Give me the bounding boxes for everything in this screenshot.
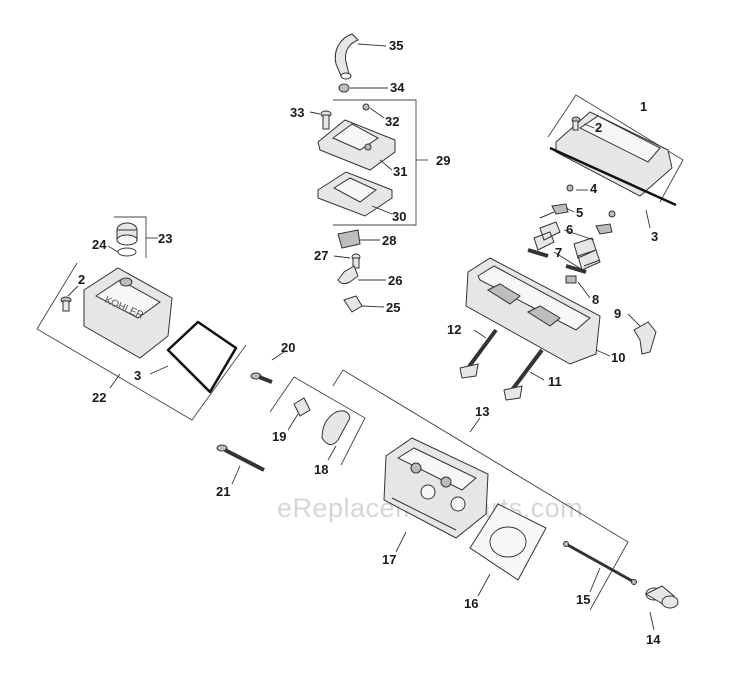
part-breather-cover — [317, 119, 396, 171]
callout-11: 11 — [548, 374, 562, 389]
callout-25: 25 — [386, 300, 400, 315]
part-valve-cover: KOHLER — [83, 267, 173, 359]
part-bolt-20 — [250, 372, 273, 384]
callout-labels: 1 2 2 3 3 4 5 6 7 8 9 10 11 12 13 14 15 … — [78, 38, 661, 647]
callout-4: 4 — [590, 181, 598, 196]
leader-lines — [67, 43, 655, 631]
callout-30: 30 — [392, 209, 406, 224]
part-small-screw — [362, 103, 370, 111]
callout-32: 32 — [385, 114, 399, 129]
callout-3: 3 — [651, 229, 658, 244]
part-oil-cap — [116, 222, 138, 246]
callout-34: 34 — [390, 80, 405, 95]
callout-24: 24 — [92, 237, 107, 252]
part-rocker-housing — [465, 257, 601, 365]
callout-10: 10 — [611, 350, 625, 365]
callout-13: 13 — [475, 404, 489, 419]
part-screw-27 — [351, 253, 361, 269]
callout-16: 16 — [464, 596, 478, 611]
callout-28: 28 — [382, 233, 396, 248]
part-valve-11 — [503, 348, 544, 401]
callout-22: 22 — [92, 390, 106, 405]
part-valve-cover-gasket — [166, 320, 238, 394]
callout-5: 5 — [576, 205, 583, 220]
callout-19: 19 — [272, 429, 286, 444]
part-clip-25 — [343, 295, 363, 313]
callout-35: 35 — [389, 38, 403, 53]
callout-27: 27 — [314, 248, 328, 263]
part-valve-train — [527, 184, 616, 284]
part-push-rod — [563, 541, 637, 585]
callout-20: 20 — [281, 340, 295, 355]
part-breather-reed — [317, 171, 393, 217]
group-brackets — [36, 94, 684, 611]
callout-8: 8 — [592, 292, 599, 307]
callout-7: 7 — [555, 245, 562, 260]
callout-14: 14 — [646, 632, 661, 647]
callout-18: 18 — [314, 462, 328, 477]
part-hook-26 — [337, 265, 359, 285]
part-head-bolt — [216, 444, 265, 472]
part-bracket-9 — [633, 321, 657, 355]
callout-12: 12 — [447, 322, 461, 337]
callout-17: 17 — [382, 552, 396, 567]
callout-15: 15 — [576, 592, 590, 607]
callout-3-left: 3 — [134, 368, 141, 383]
part-breather-tube — [334, 33, 359, 80]
callout-26: 26 — [388, 273, 402, 288]
part-rocker-cover — [555, 111, 673, 197]
part-rocker-arm — [321, 410, 351, 445]
part-screw-left — [60, 296, 72, 312]
part-cylinder-head — [383, 437, 489, 539]
callout-29: 29 — [436, 153, 450, 168]
part-filter-element — [337, 229, 361, 249]
callout-9: 9 — [614, 306, 621, 321]
callout-23: 23 — [158, 231, 172, 246]
callout-1: 1 — [640, 99, 647, 114]
callout-2: 2 — [595, 120, 602, 135]
callout-31: 31 — [393, 164, 407, 179]
callout-21: 21 — [216, 484, 230, 499]
callout-6: 6 — [566, 222, 573, 237]
part-screw-33 — [320, 110, 332, 130]
part-valve-12 — [459, 328, 498, 379]
callout-2-left: 2 — [78, 272, 85, 287]
part-grommet — [338, 83, 350, 93]
part-head-gasket — [469, 503, 547, 581]
part-o-ring — [117, 247, 137, 257]
part-rocker-gasket — [549, 146, 677, 207]
callout-33: 33 — [290, 105, 304, 120]
part-tappet — [644, 585, 679, 609]
part-pivot-19 — [293, 397, 311, 417]
